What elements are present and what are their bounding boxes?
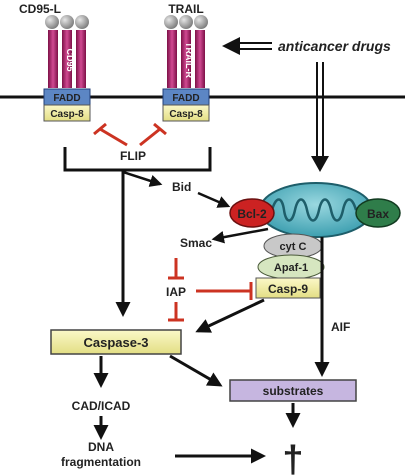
dna-label-line1: DNA — [88, 440, 114, 454]
substrates-label: substrates — [263, 384, 324, 398]
smac-label: Smac — [180, 236, 212, 250]
cd95-ligand-label: CD95-L — [19, 2, 61, 16]
cd95-receptor-group: CD95-L CD95 FADD Casp-8 — [19, 2, 91, 122]
trail-receptor-label: TRAIL-R — [184, 42, 194, 78]
ligand-sphere — [45, 15, 59, 29]
casp9-label: Casp-9 — [268, 282, 308, 296]
drugs-to-mito-arrow — [311, 62, 329, 172]
casp8-label-right: Casp-8 — [169, 109, 203, 120]
flip-inhibition — [93, 122, 167, 147]
substrates-box — [229, 379, 357, 402]
iap-label: IAP — [166, 285, 186, 299]
casp8-label-left: Casp-8 — [50, 109, 84, 120]
trail-receptor-group: TRAIL TRAIL-R FADD Casp-8 — [162, 2, 210, 122]
receptor-chain — [62, 30, 72, 88]
receptor-chain — [195, 30, 205, 88]
fadd-label-left: FADD — [53, 93, 80, 104]
ligand-sphere — [75, 15, 89, 29]
anticancer-drugs-label: anticancer drugs — [278, 38, 391, 54]
casp8-box-left — [43, 104, 91, 122]
receptor-chain — [48, 30, 58, 88]
cytc-label: cyt C — [280, 241, 307, 253]
bcl2-blob — [229, 198, 275, 228]
dna-label-line2: fragmentation — [61, 455, 141, 469]
receptor-chain — [167, 30, 177, 88]
mito-to-smac-arrow — [211, 227, 269, 244]
flip-label: FLIP — [120, 149, 146, 163]
caspase3-label: Caspase-3 — [83, 335, 148, 350]
cd95-receptor-label: CD95 — [65, 48, 75, 71]
casp3-to-substrates-arrow — [169, 354, 223, 387]
bcl2-label: Bcl-2 — [237, 207, 267, 221]
casp9-box — [255, 277, 321, 299]
aif-label: AIF — [331, 320, 350, 334]
apaf1-label: Apaf-1 — [274, 262, 308, 274]
caspase8-bracket — [63, 147, 212, 172]
bid-label: Bid — [172, 180, 191, 194]
casp9-to-casp3-arrow — [195, 298, 265, 333]
fadd-label-right: FADD — [172, 93, 199, 104]
mitochondrion — [259, 182, 373, 238]
ligand-sphere — [194, 15, 208, 29]
bid-to-mito-arrow — [197, 191, 231, 208]
trail-ligand-label: TRAIL — [168, 2, 203, 16]
receptor-chain — [181, 30, 191, 88]
receptor-chain — [76, 30, 86, 88]
bax-label: Bax — [367, 207, 389, 221]
cell-death-cross-icon: † — [282, 439, 303, 475]
caspase3-box — [50, 329, 182, 355]
drugs-arrow — [222, 37, 272, 55]
ligand-sphere — [60, 15, 74, 29]
casp8-to-bid-arrow — [122, 170, 163, 187]
casp8-box-right — [162, 104, 210, 122]
cad-icad-label: CAD/ICAD — [72, 399, 131, 413]
ligand-sphere — [164, 15, 178, 29]
bax-blob — [355, 198, 401, 228]
ligand-sphere — [179, 15, 193, 29]
